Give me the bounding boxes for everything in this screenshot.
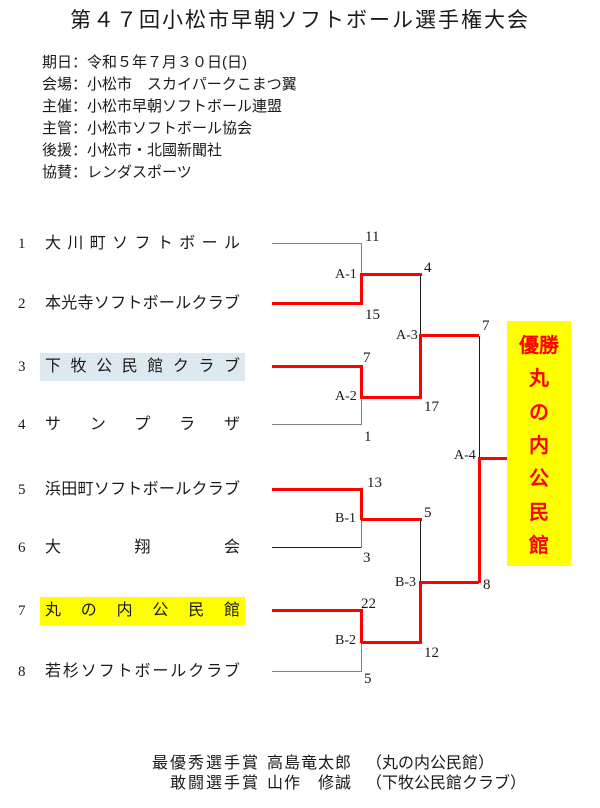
bracket-line [420, 334, 479, 337]
score-team5: 13 [367, 475, 382, 491]
team-name: 浜田町ソフトボールクラブ [45, 481, 240, 498]
bracket-line [420, 275, 421, 335]
champion-name-char: 館 [529, 534, 549, 557]
score-b2-winner: 12 [424, 645, 439, 661]
match-label-a4: A-4 [454, 448, 476, 463]
award-person: 山作 修誠 [267, 775, 353, 792]
info-line-date: 期日：令和５年７月３０日(日) [42, 54, 247, 71]
team-name: 若杉ソフトボールクラブ [45, 663, 240, 680]
score-team4: 1 [364, 429, 372, 445]
bracket-line [419, 581, 422, 643]
team-name: 大川町ソフトボール [45, 235, 240, 252]
bracket-line [360, 273, 363, 305]
bracket-line [272, 243, 362, 244]
bracket-line [419, 334, 422, 398]
bracket-line [361, 641, 362, 672]
match-label-a1: A-1 [335, 267, 357, 282]
team-seed: 6 [18, 540, 26, 556]
award-team: （丸の内公民館） [366, 755, 495, 772]
match-label-a3: A-3 [396, 328, 418, 343]
team-name-highlighted: 下牧公民館クラブ [40, 353, 245, 381]
team-name: 大翔会 [45, 539, 240, 556]
bracket-line [361, 641, 422, 644]
score-team6: 3 [363, 550, 371, 566]
team-row: 1 大川町ソフトボール [0, 230, 260, 258]
team-name: 本光寺ソフトボールクラブ [45, 295, 240, 312]
score-a1-winner: 4 [424, 260, 432, 276]
bracket-line [272, 365, 362, 368]
champion-name-char: 民 [529, 501, 549, 524]
bracket-line [272, 547, 362, 548]
award-title: 敢闘選手賞 [169, 775, 260, 792]
event-info: 期日：令和５年７月３０日(日) 会場：小松市 スカイパークこまつ翼 主催：小松市… [42, 52, 297, 184]
team-row: 4 サンプラザ [0, 411, 260, 439]
team-seed: 4 [18, 417, 26, 433]
team-row: 5 浜田町ソフトボールクラブ [0, 476, 260, 504]
bracket-line [361, 518, 422, 521]
team-seed: 1 [18, 236, 26, 252]
award-team: （下牧公民館クラブ） [366, 775, 527, 792]
champion-name-char: 内 [529, 434, 549, 457]
score-a3-winner: 7 [482, 318, 490, 334]
champion-name-char: の [529, 401, 549, 424]
score-team8: 5 [364, 671, 372, 687]
score-team7: 22 [361, 596, 376, 612]
match-label-b1: B-1 [335, 511, 356, 526]
team-row: 7 丸の内公民館 [0, 597, 260, 625]
match-label-b3: B-3 [395, 575, 416, 590]
bracket-line [361, 243, 362, 274]
award-row: 最優秀選手賞 高島竜太郎 （丸の内公民館） [0, 749, 600, 772]
bracket-line [478, 457, 481, 583]
champion-caption: 優勝 [519, 335, 559, 357]
info-line-organizer: 主催：小松市早朝ソフトボール連盟 [42, 98, 283, 115]
info-line-support: 後援：小松市・北國新聞社 [42, 142, 223, 159]
score-team1: 11 [365, 229, 380, 245]
award-person: 高島竜太郎 [267, 755, 353, 772]
info-line-sponsor: 協賛：レンダスポーツ [42, 164, 192, 181]
champion-name-char: 丸 [529, 368, 549, 391]
bracket-line [360, 609, 363, 643]
score-b1-winner: 5 [424, 505, 432, 521]
bracket-line [272, 488, 362, 491]
bracket-line [360, 365, 363, 399]
bracket-line [272, 609, 362, 612]
bracket-line [272, 302, 362, 305]
team-seed: 7 [18, 603, 26, 619]
team-row: 6 大翔会 [0, 534, 260, 562]
bracket-line [361, 519, 362, 548]
team-row: 3 下牧公民館クラブ [0, 353, 260, 381]
bracket-line [361, 273, 422, 276]
bracket-line [360, 488, 363, 520]
team-seed: 3 [18, 359, 26, 375]
score-b3-winner: 8 [483, 577, 491, 593]
bracket-line [272, 424, 362, 425]
score-a2-winner: 17 [424, 399, 439, 415]
team-seed: 5 [18, 482, 26, 498]
bracket-line [479, 336, 480, 458]
team-row: 8 若杉ソフトボールクラブ [0, 658, 260, 686]
team-name: サンプラザ [45, 416, 240, 433]
info-line-venue: 会場：小松市 スカイパークこまつ翼 [42, 76, 297, 93]
match-label-b2: B-2 [335, 633, 356, 648]
champion-name-char: 公 [529, 468, 549, 491]
team-row: 2 本光寺ソフトボールクラブ [0, 290, 260, 318]
bracket-line [420, 520, 421, 582]
bracket-line [478, 457, 508, 460]
match-label-a2: A-2 [335, 389, 357, 404]
team-seed: 8 [18, 664, 26, 680]
bracket-line [361, 396, 422, 399]
team-seed: 2 [18, 296, 26, 312]
bracket-line [420, 581, 479, 584]
bracket-line [361, 397, 362, 425]
award-title: 最優秀選手賞 [151, 755, 260, 772]
page-title: 第４７回小松市早朝ソフトボール選手権大会 [70, 8, 530, 32]
award-row: 敢闘選手賞 山作 修誠 （下牧公民館クラブ） [0, 769, 600, 792]
champion-box: 優勝 丸 の 内 公 民 館 [507, 321, 571, 566]
score-team2: 15 [365, 307, 380, 323]
score-team3: 7 [363, 350, 371, 366]
bracket-line [272, 671, 362, 672]
info-line-manager: 主管：小松市ソフトボール協会 [42, 120, 253, 137]
team-name-highlighted: 丸の内公民館 [40, 597, 245, 625]
